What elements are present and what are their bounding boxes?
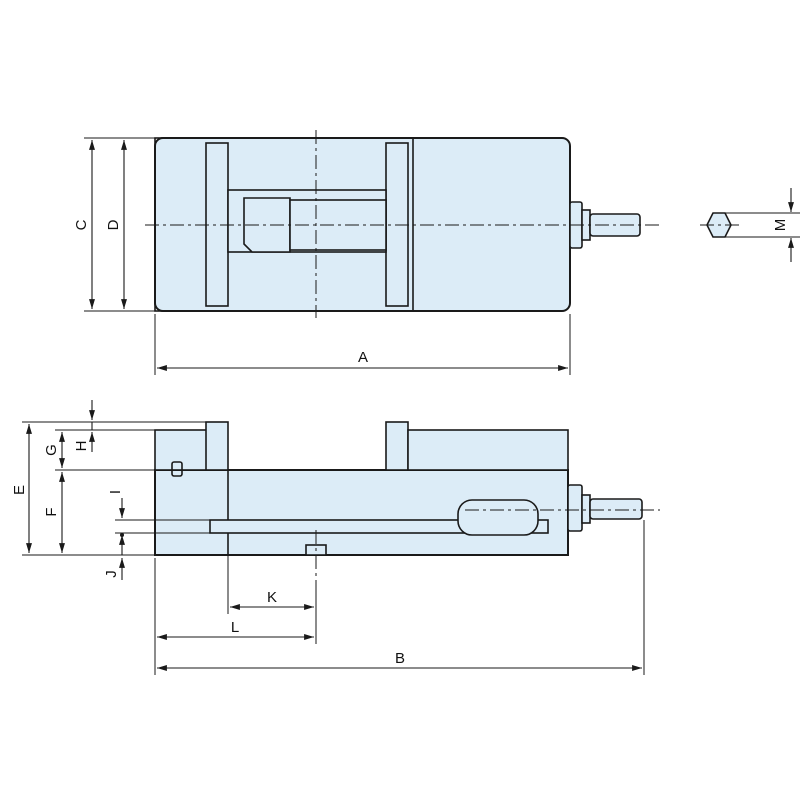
dim-K-label: K	[267, 589, 277, 606]
dim-C-label: C	[73, 219, 90, 230]
dim-E-label: E	[11, 485, 28, 495]
dim-H-label: H	[73, 441, 90, 452]
dim-L-label: L	[231, 619, 239, 636]
side-screw-window	[457, 499, 539, 536]
side-view	[154, 421, 660, 580]
side-screw-collar	[581, 494, 591, 524]
side-screw-flange	[567, 484, 583, 532]
hex-end-detail: M	[700, 188, 800, 262]
dim-F-label: F	[43, 507, 60, 516]
dim-I-label: I	[107, 490, 124, 494]
dim-J-dot	[120, 533, 124, 537]
side-moving-jaw	[385, 421, 409, 471]
dim-B-label: B	[395, 650, 405, 667]
top-view	[145, 130, 660, 318]
dim-A-label: A	[358, 349, 368, 366]
dim-D-label: D	[105, 219, 122, 230]
dim-G-label: G	[43, 444, 60, 456]
side-screw-shaft	[589, 498, 643, 520]
dim-J-label: J	[103, 570, 120, 578]
top-view-dimensions: C D A	[73, 137, 571, 375]
side-moving-block	[407, 429, 569, 471]
screw-nut	[243, 197, 291, 253]
dim-M-label: M	[772, 219, 789, 232]
side-bolt	[171, 461, 183, 477]
side-fixed-jaw	[205, 421, 229, 471]
side-view-dimensions: E G F H I J K L B	[11, 400, 645, 675]
